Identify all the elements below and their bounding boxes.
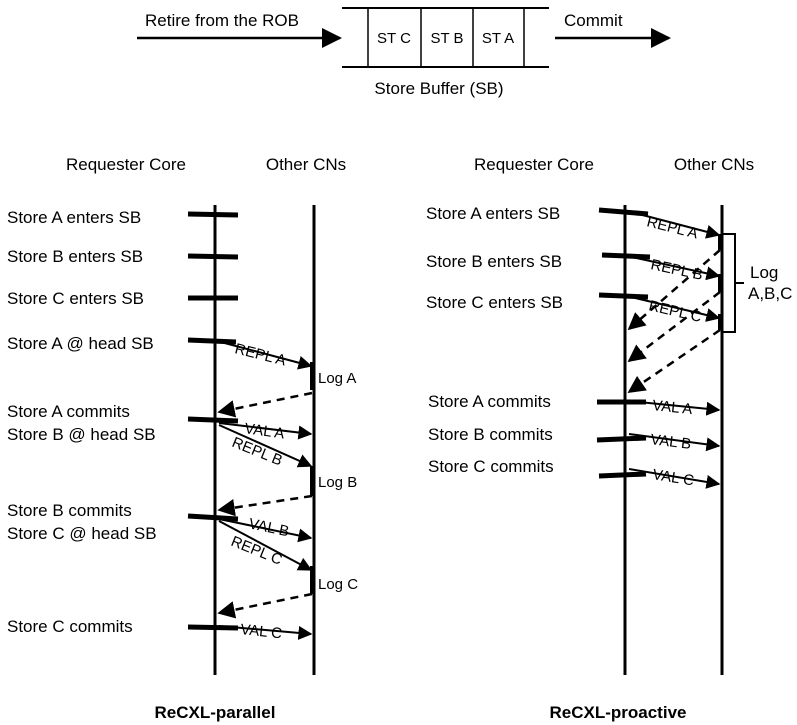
- event-label: Store C commits: [428, 457, 554, 476]
- commit-label: Commit: [564, 11, 623, 30]
- repl-arrow: [218, 520, 313, 571]
- message-label: VAL C: [651, 466, 695, 489]
- sb-slot-c: ST C: [377, 30, 411, 47]
- parallel-diagram: Requester Core Other CNs Store A enters …: [7, 155, 358, 722]
- ack-arrow: [627, 328, 721, 394]
- event-label: Store A enters SB: [7, 208, 141, 227]
- event-label: Store B commits: [7, 501, 132, 520]
- log-brace: [723, 233, 744, 333]
- val-arrow: [218, 422, 313, 440]
- message-label: VAL A: [243, 420, 285, 442]
- repl-arrow: [216, 340, 313, 370]
- proactive-header-other: Other CNs: [674, 155, 754, 174]
- store-buffer-pipeline: Retire from the ROB ST C ST B ST A Commi…: [137, 7, 671, 98]
- proactive-diagram: Requester Core Other CNs Store A enters …: [426, 155, 792, 722]
- message-label: VAL B: [650, 431, 693, 453]
- event-label: Store B commits: [428, 425, 553, 444]
- log-label: Log: [750, 263, 778, 282]
- proactive-header-requester: Requester Core: [474, 155, 594, 174]
- event-tick: [601, 252, 651, 260]
- message-label: VAL A: [652, 397, 694, 418]
- val-arrow: [628, 468, 721, 489]
- event-tick: [598, 471, 647, 479]
- event-label: Store A @ head SB: [7, 334, 154, 353]
- event-tick: [598, 207, 649, 217]
- sb-slot-a: ST A: [482, 30, 514, 47]
- log-label: Log B: [318, 474, 357, 491]
- val-arrow: [218, 625, 313, 640]
- event-label: Store B enters SB: [426, 252, 562, 271]
- message-label: REPL A: [645, 213, 700, 242]
- proactive-title: ReCXL-proactive: [550, 703, 687, 722]
- message-label: REPL A: [233, 340, 288, 369]
- event-label: Store A enters SB: [426, 204, 560, 223]
- retire-label: Retire from the ROB: [145, 11, 299, 30]
- message-label: VAL C: [240, 621, 283, 642]
- sb-slot-b: ST B: [430, 30, 463, 47]
- event-tick: [187, 253, 239, 260]
- repl-arrow: [218, 424, 313, 468]
- ack-arrow: [217, 391, 313, 418]
- event-label: Store C enters SB: [7, 289, 144, 308]
- parallel-header-other: Other CNs: [266, 155, 346, 174]
- event-tick: [187, 211, 239, 218]
- event-label: Store C @ head SB: [7, 524, 157, 543]
- event-label: Store A commits: [428, 392, 551, 411]
- ack-arrow: [217, 494, 313, 517]
- event-tick: [598, 292, 649, 300]
- event-label: Store C enters SB: [426, 293, 563, 312]
- parallel-title: ReCXL-parallel: [155, 703, 276, 722]
- repl-arrow: [626, 295, 721, 322]
- repl-arrow: [626, 255, 721, 281]
- ack-arrow: [627, 249, 721, 331]
- event-label: Store C commits: [7, 617, 133, 636]
- event-label: Store B enters SB: [7, 247, 143, 266]
- message-label: VAL B: [247, 515, 291, 540]
- event-tick: [187, 416, 239, 424]
- log-label: Log C: [318, 576, 358, 593]
- val-arrow: [218, 518, 313, 543]
- event-tick: [596, 435, 647, 443]
- log-label: A,B,C: [748, 284, 792, 303]
- val-arrow: [628, 433, 721, 452]
- event-label: Store B @ head SB: [7, 425, 156, 444]
- ack-arrow: [217, 592, 313, 619]
- message-label: REPL C: [229, 533, 285, 569]
- ack-arrow: [627, 291, 721, 363]
- event-label: Store A commits: [7, 402, 130, 421]
- parallel-header-requester: Requester Core: [66, 155, 186, 174]
- val-arrow: [628, 400, 721, 416]
- repl-arrow: [626, 210, 721, 239]
- event-tick: [187, 337, 237, 345]
- event-tick: [187, 513, 239, 522]
- log-label: Log A: [318, 370, 356, 387]
- sb-caption: Store Buffer (SB): [374, 79, 503, 98]
